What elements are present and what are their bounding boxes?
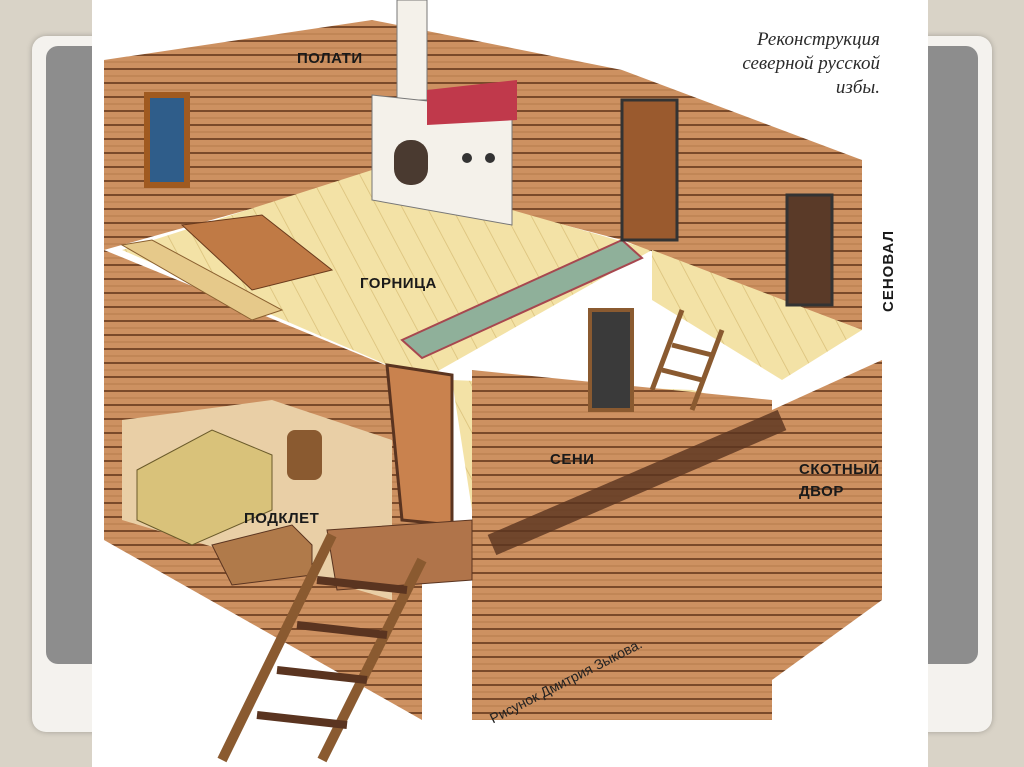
back-door: [622, 100, 677, 240]
caption-line-3: избы.: [660, 76, 880, 100]
label-skotny-dvor: СКОТНЫЙ ДВОР: [799, 459, 880, 503]
carved-window: [147, 95, 187, 185]
label-skotny-line-2: ДВОР: [799, 481, 880, 503]
label-skotny-line-1: СКОТНЫЙ: [799, 459, 880, 481]
label-senoval: СЕНОВАЛ: [880, 230, 897, 312]
label-podklet: ПОДКЛЕТ: [244, 510, 319, 527]
label-gornitsa: ГОРНИЦА: [360, 275, 437, 292]
izba-illustration: Реконструкция северной русской избы. ПОЛ…: [92, 0, 928, 767]
caption-line-2: северной русской: [660, 52, 880, 76]
senoval-window: [787, 195, 832, 305]
izba-drawing: [92, 0, 928, 767]
seni-window: [590, 310, 632, 410]
label-seni: СЕНИ: [550, 451, 594, 468]
barrel: [287, 430, 322, 480]
skotny-dvor-wall: [772, 360, 882, 680]
caption-line-1: Реконструкция: [660, 28, 880, 52]
figure-caption: Реконструкция северной русской избы.: [660, 28, 880, 100]
label-polati: ПОЛАТИ: [297, 50, 363, 67]
